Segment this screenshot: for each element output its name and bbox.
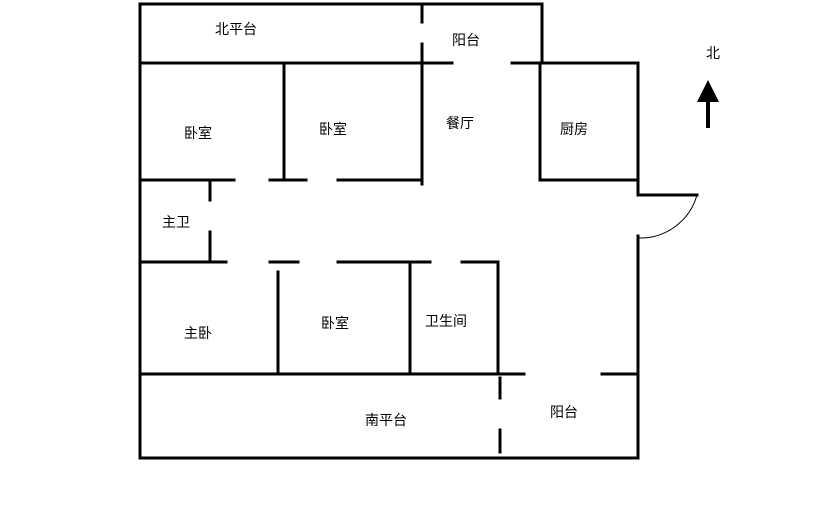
room-bathroom: 卫生间 [425, 314, 467, 330]
room-master-bedroom: 主卧 [184, 326, 212, 342]
room-balcony-south: 阳台 [550, 405, 578, 421]
compass-label: 北 [706, 46, 720, 62]
compass: 北 [697, 46, 720, 128]
room-balcony-north: 阳台 [452, 33, 480, 49]
room-bedroom-3: 卧室 [321, 315, 349, 332]
entry-door-swing [637, 194, 698, 239]
room-north-terrace: 北平台 [215, 22, 257, 38]
room-labels: 北平台 阳台 卧室 卧室 餐厅 厨房 主卫 主卧 卧室 卫生间 南平台 阳台 [162, 22, 588, 429]
walls [138, 2, 699, 460]
room-master-bath: 主卫 [162, 215, 190, 231]
north-arrow-head [697, 80, 719, 102]
room-bedroom-2: 卧室 [319, 121, 347, 138]
room-dining: 餐厅 [446, 116, 474, 132]
room-kitchen: 厨房 [560, 122, 588, 138]
room-bedroom-1: 卧室 [184, 125, 212, 142]
room-south-terrace: 南平台 [365, 413, 407, 429]
